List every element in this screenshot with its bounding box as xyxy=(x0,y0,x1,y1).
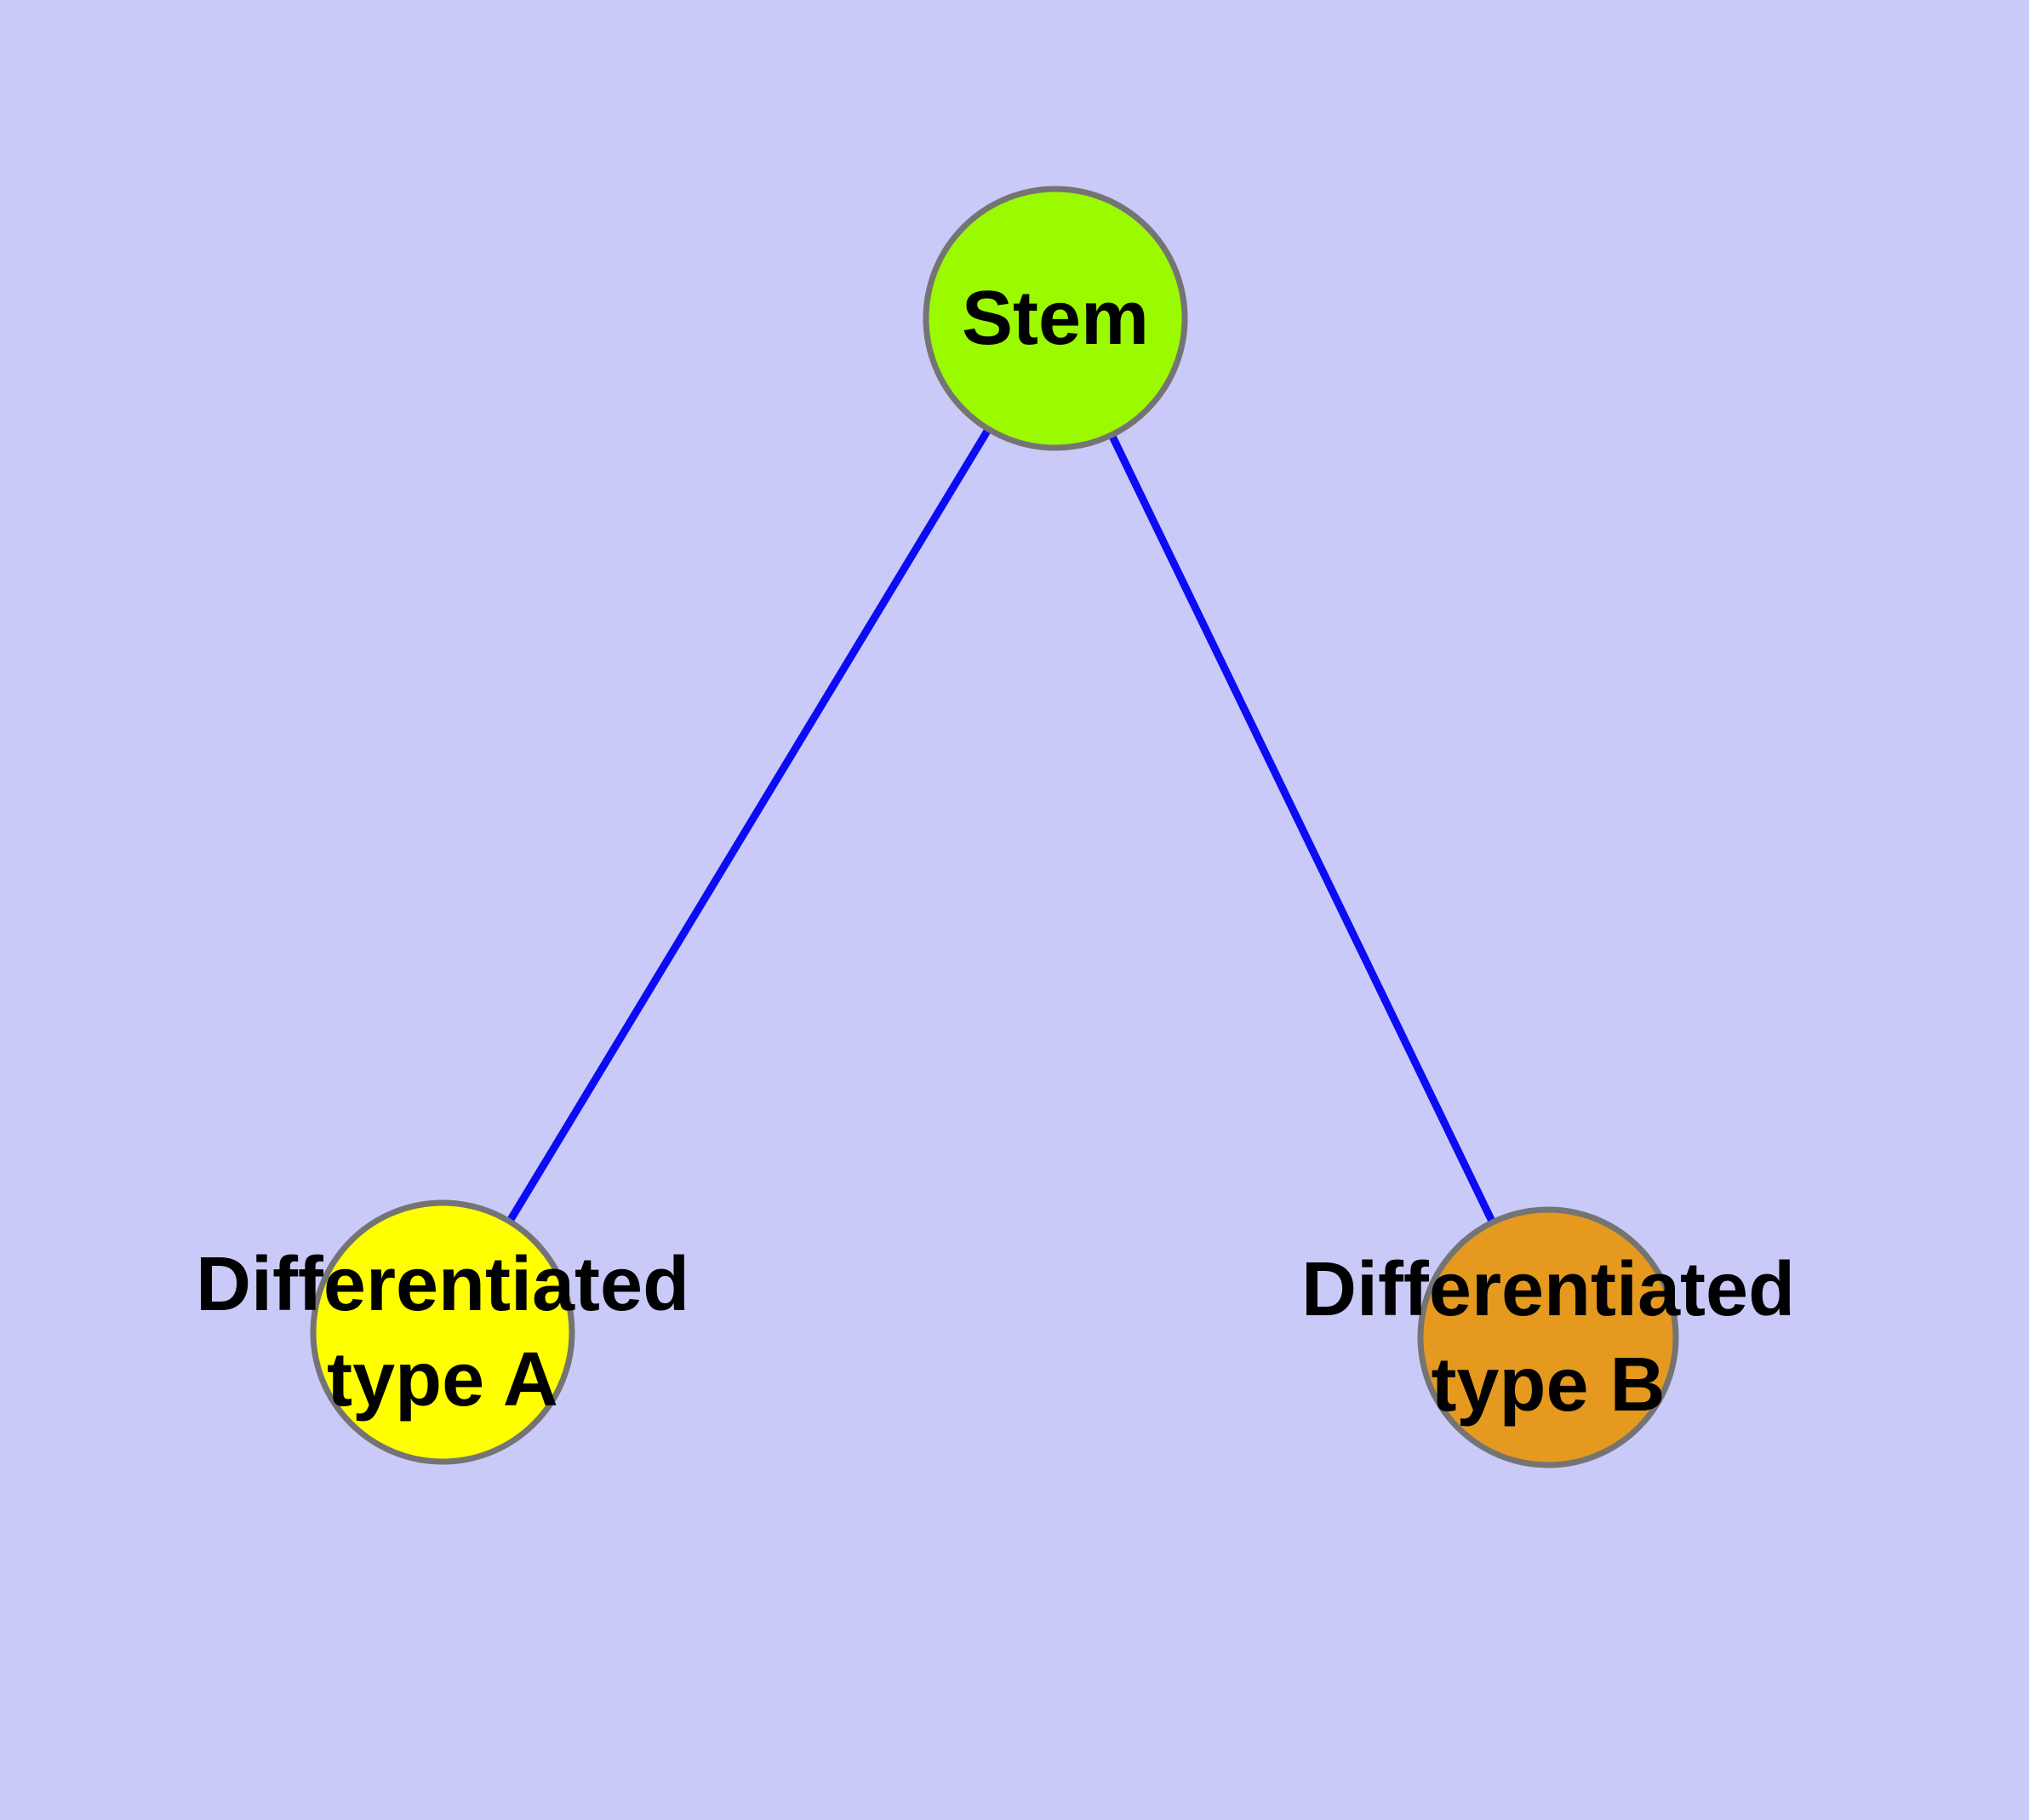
node-typeA-label-line2: type A xyxy=(327,1337,558,1422)
node-typeB-label-line1: Differentiated xyxy=(1300,1247,1796,1332)
node-typeB-circle xyxy=(1417,1206,1679,1468)
edge-stem-to-typeA xyxy=(439,316,1059,1335)
node-typeA-label: Differentiated type A xyxy=(196,1237,689,1428)
node-stem-label: Stem xyxy=(962,271,1149,366)
node-typeA-label-line1: Differentiated xyxy=(195,1242,690,1327)
node-typeB-label: Differentiated type B xyxy=(1301,1242,1795,1433)
edge-stem-to-typeB xyxy=(1051,317,1552,1339)
node-typeA-circle xyxy=(310,1199,575,1465)
node-typeB-label-line2: type B xyxy=(1431,1342,1666,1428)
node-stem-label-text: Stem xyxy=(961,276,1150,361)
node-stem-circle xyxy=(923,186,1188,451)
